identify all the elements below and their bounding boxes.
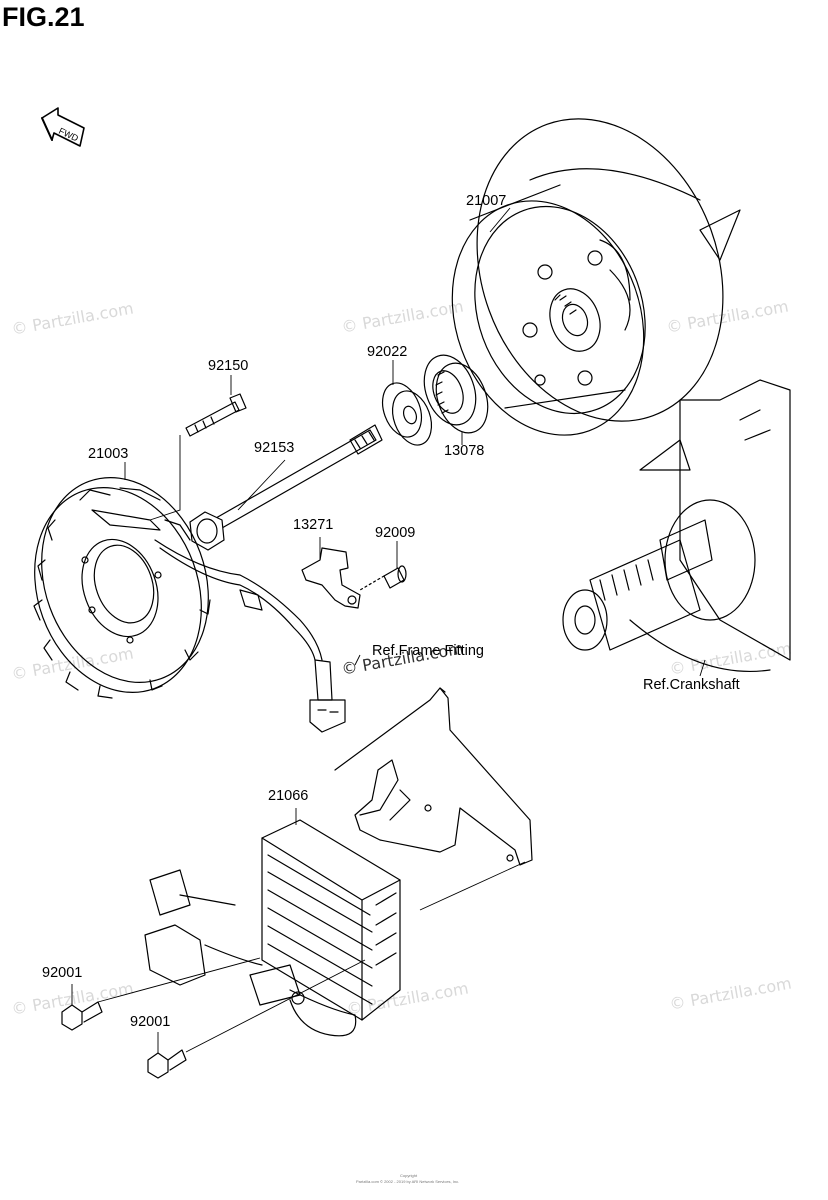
copyright-line2: Partzilla.com © 2002 - 2019 by ARI Netwo…	[356, 1179, 460, 1184]
bolt-92153	[189, 424, 383, 551]
spacer-92022	[381, 382, 433, 446]
stator-wire	[154, 539, 346, 733]
regulator-21066	[144, 819, 401, 1037]
part-label-13271: 13271	[293, 517, 334, 533]
part-label-92153: 92153	[254, 440, 295, 456]
ref-label-crankshaft: Ref.Crankshaft	[643, 677, 740, 693]
rotor-21007	[451, 118, 741, 436]
part-label-21066: 21066	[268, 788, 309, 804]
fwd-arrow-icon: FWD	[41, 107, 85, 147]
screw-92009	[359, 565, 407, 591]
bolt-92001-upper	[61, 1001, 103, 1031]
ref-label-frame-fitting: Ref.Frame Fitting	[372, 643, 484, 659]
bracket-13271	[301, 547, 361, 609]
frame-fitting-ref	[334, 687, 533, 866]
leader-lines	[71, 207, 706, 1053]
crankshaft-ref	[562, 379, 791, 673]
part-label-92150: 92150	[208, 358, 249, 374]
part-label-21003: 21003	[88, 446, 129, 462]
bolt-92001-lower	[147, 1049, 187, 1079]
part-label-21007: 21007	[466, 193, 507, 209]
gear-13078	[423, 354, 489, 434]
part-label-92001: 92001	[42, 965, 83, 981]
copyright-line1: Copyright	[400, 1173, 418, 1178]
figure-title: FIG.21	[2, 2, 85, 32]
part-label-92001: 92001	[130, 1014, 171, 1030]
part-label-92022: 92022	[367, 344, 408, 360]
part-label-92009: 92009	[375, 525, 416, 541]
stator-21003	[33, 477, 211, 699]
bolt-92150	[185, 393, 247, 437]
part-label-13078: 13078	[444, 443, 485, 459]
